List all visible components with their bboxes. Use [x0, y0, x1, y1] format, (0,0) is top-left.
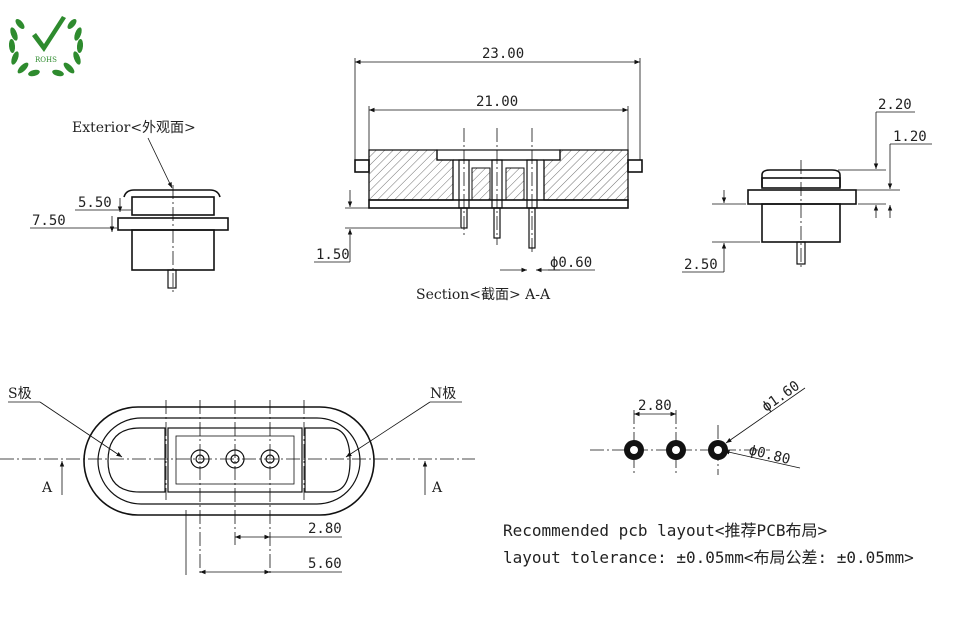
pcb-note-line1: Recommended pcb layout<推荐PCB布局>: [503, 521, 827, 540]
dim-21-00: 21.00: [476, 94, 518, 110]
dim-2-80-plan: 2.80: [308, 521, 342, 537]
dim-5-50: 5.50: [78, 195, 112, 211]
dim-23-00: 23.00: [482, 46, 524, 62]
plan-view: A A S极 N极 2.80 5.60: [0, 386, 475, 575]
dim-phi-0-60: ϕ0.60: [550, 255, 592, 271]
rohs-logo: ROHS: [8, 16, 84, 77]
pcb-note-line2: layout tolerance: ±0.05mm<布局公差: ±0.05mm>: [503, 548, 914, 567]
side-view: 2.20 1.20 2.50: [682, 97, 932, 273]
exterior-label: Exterior<外观面>: [72, 120, 196, 136]
n-pole-label: N极: [430, 386, 456, 402]
pcb-pad-3: [708, 440, 728, 460]
dim-2-80-pcb: 2.80: [638, 398, 672, 414]
dim-phi-1-60: ϕ1.60: [759, 378, 803, 415]
s-pole-label: S极: [8, 386, 32, 402]
dim-phi-0-80: ϕ0.80: [747, 442, 792, 468]
checkmark-icon: [32, 16, 66, 52]
dim-1-20: 1.20: [893, 129, 927, 145]
section-mark-right: A: [431, 480, 443, 496]
pcb-pad-2: [666, 440, 686, 460]
dim-2-20: 2.20: [878, 97, 912, 113]
dim-5-60-plan: 5.60: [308, 556, 342, 572]
section-view: 23.00 21.00: [314, 46, 643, 303]
dim-7-50: 7.50: [32, 213, 66, 229]
rohs-text: ROHS: [35, 56, 57, 64]
exterior-view: Exterior<外观面> 5.50 7.50: [30, 120, 229, 292]
laurel-icon: [8, 19, 84, 77]
pcb-pad-1: [624, 440, 644, 460]
section-caption: Section<截面> A-A: [416, 287, 551, 303]
dim-1-50: 1.50: [316, 247, 350, 263]
section-mark-left: A: [41, 480, 53, 496]
dim-2-50: 2.50: [684, 257, 718, 273]
pcb-layout: 2.80 ϕ1.60 ϕ0.80: [590, 378, 806, 475]
